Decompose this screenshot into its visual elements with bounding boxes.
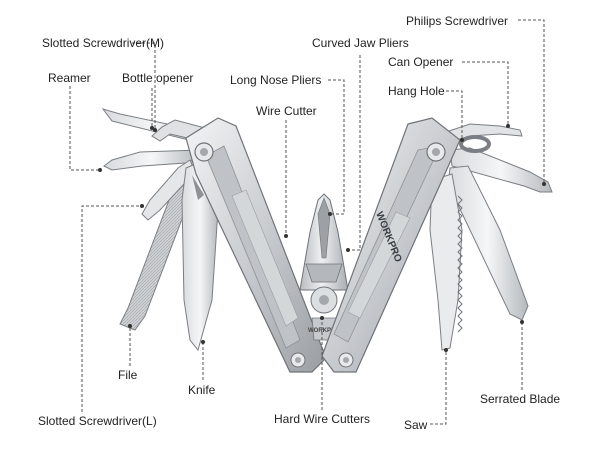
hang-hole-ring xyxy=(459,135,491,153)
label-reamer: Reamer xyxy=(48,71,91,85)
label-curved-jaw-pliers: Curved Jaw Pliers xyxy=(312,36,409,50)
label-can-opener: Can Opener xyxy=(388,55,454,69)
label-saw: Saw xyxy=(404,418,428,432)
leader-saw xyxy=(430,350,447,425)
leader-can-opener xyxy=(462,61,509,126)
pivot-brand-text: WORKPRO xyxy=(308,328,340,334)
label-knife: Knife xyxy=(188,383,216,397)
label-long-nose-pliers: Long Nose Pliers xyxy=(230,73,322,87)
label-hard-wire-cutters: Hard Wire Cutters xyxy=(274,412,371,426)
label-slotted-screwdriver-m: Slotted Screwdriver(M) xyxy=(42,36,165,50)
leader-reamer xyxy=(69,86,100,171)
leader-philips-screwdriver xyxy=(518,19,545,184)
leader-lines xyxy=(69,19,545,425)
philips-screwdriver-tool xyxy=(449,147,553,193)
leader-slotted-screwdriver-m xyxy=(132,42,156,130)
label-slotted-screwdriver-l: Slotted Screwdriver(L) xyxy=(38,414,157,428)
leader-long-nose-pliers xyxy=(328,79,345,215)
label-philips-screwdriver: Philips Screwdriver xyxy=(406,14,509,28)
label-wire-cutter: Wire Cutter xyxy=(256,104,317,118)
leader-dots xyxy=(98,124,546,352)
saw-tool xyxy=(429,173,463,351)
label-hang-hole: Hang Hole xyxy=(388,84,445,98)
leader-curved-jaw-pliers xyxy=(348,55,361,251)
label-serrated-blade: Serrated Blade xyxy=(480,392,561,406)
label-bottle-opener: Bottle opener xyxy=(122,71,194,85)
saw-teeth xyxy=(457,195,463,333)
label-file: File xyxy=(118,368,138,382)
leader-hang-hole xyxy=(446,90,463,140)
leader-slotted-screwdriver-l xyxy=(81,205,142,412)
